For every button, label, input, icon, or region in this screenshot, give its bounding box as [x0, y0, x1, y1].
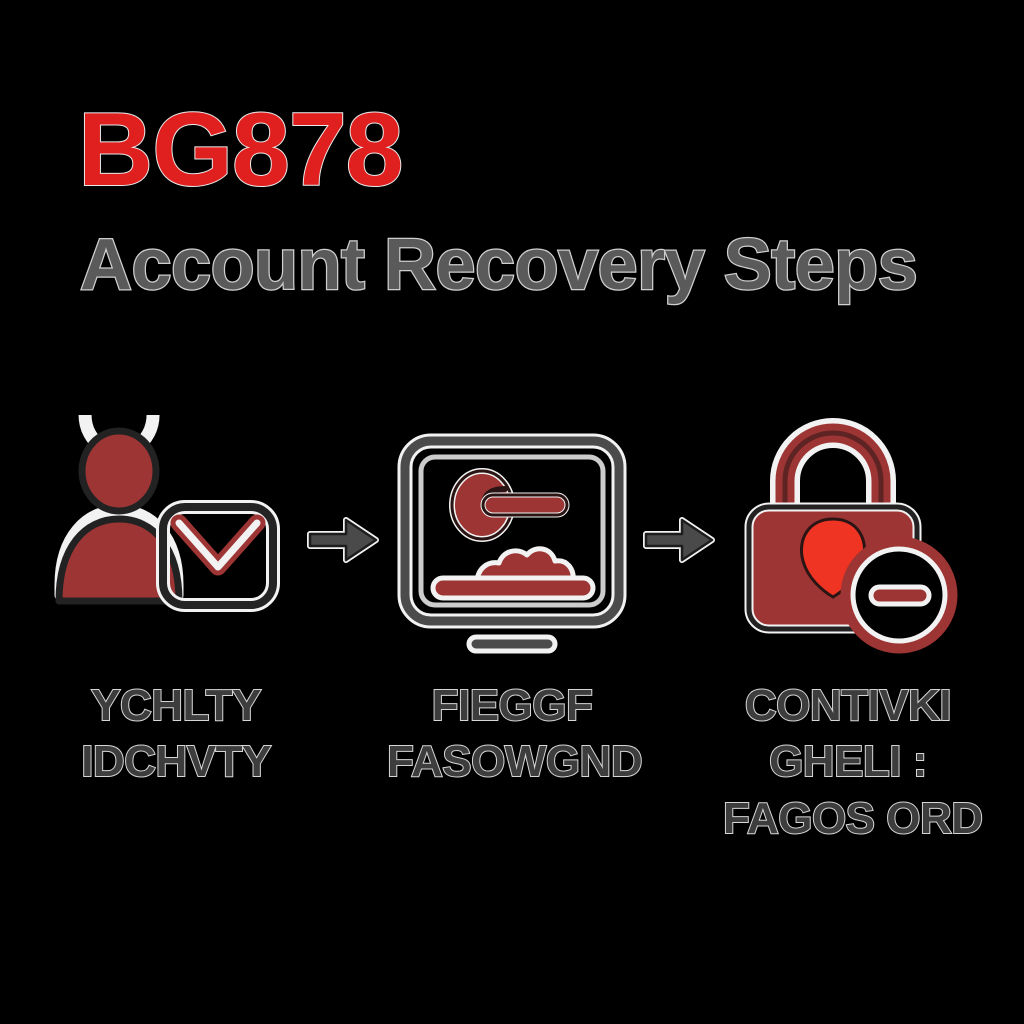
padlock-shackle	[770, 418, 896, 526]
steps-row	[0, 400, 1024, 680]
minus-badge	[840, 536, 958, 654]
caption-line: FIEGGF	[431, 680, 594, 731]
page-title: BG878	[77, 92, 405, 208]
step-3-caption: CONTIVKI GHELI : FAGOS ORD	[722, 678, 984, 847]
caption-line: GHELI :	[768, 736, 928, 787]
user-envelope-icon	[54, 415, 280, 612]
caption-line: CONTIVKI	[744, 680, 953, 731]
step-2-icon-monitor[interactable]	[387, 410, 637, 670]
caption-line: YCHLTY	[90, 680, 262, 731]
envelope-shape	[156, 500, 280, 612]
cloud-and-bar-shape	[430, 546, 596, 601]
step-1-icon-user-envelope[interactable]	[51, 410, 301, 670]
monitor-key-cloud-icon	[397, 433, 627, 654]
step-1-caption: YCHLTY IDCHVTY	[51, 678, 301, 791]
caption-line: FAGOS ORD	[722, 793, 984, 844]
arrow-right-glyph-2	[643, 517, 715, 563]
caption-line: IDCHVTY	[80, 736, 272, 787]
step-2-caption: FIEGGF FASOWGND	[386, 678, 644, 791]
arrow-right-icon-1	[301, 495, 387, 585]
user-silhouette	[55, 427, 183, 605]
captions-row: YCHLTY IDCHVTY FIEGGF FASOWGND CONTIVKI …	[0, 678, 1024, 847]
step-3-icon-padlock[interactable]	[723, 410, 973, 670]
monitor-stand	[466, 634, 558, 654]
key-shape	[449, 468, 570, 542]
caption-line: FASOWGND	[386, 736, 644, 787]
arrow-right-icon-2	[637, 495, 723, 585]
page-subtitle: Account Recovery Steps	[79, 225, 919, 305]
padlock-minus-icon	[744, 418, 958, 654]
arrow-right-glyph-1	[307, 517, 379, 563]
